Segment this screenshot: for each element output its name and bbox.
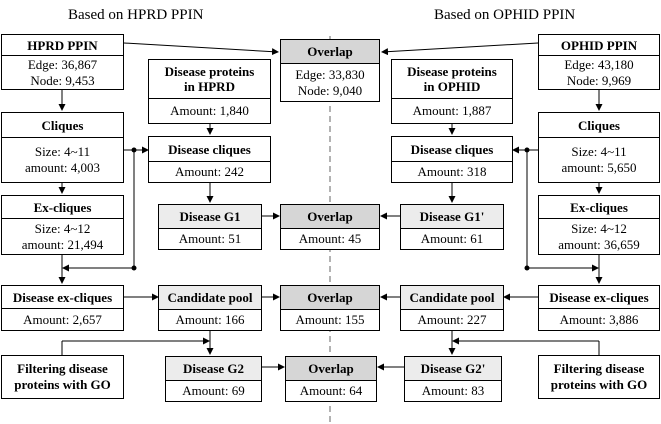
hprd-disease-cliques-amount: Amount: 242	[175, 164, 244, 179]
disease-g2-prime-box: Disease G2' Amount: 83	[404, 356, 502, 402]
hprd-filtering-line2: proteins with GO	[14, 377, 111, 392]
ophid-disease-proteins-title1: Disease proteins	[407, 64, 497, 79]
ophid-ex-cliques-box: Ex-cliques Size: 4~12 amount: 36,659	[538, 195, 660, 255]
ophid-cliques-title: Cliques	[539, 113, 659, 138]
disease-g1-prime-box: Disease G1' Amount: 61	[400, 204, 504, 250]
overlap-g2-box: Overlap Amount: 64	[285, 356, 377, 402]
overlap-ppin-edge: Edge: 33,830	[295, 66, 365, 82]
hprd-ppin-node: Node: 9,453	[30, 72, 95, 88]
disease-g1-prime-title: Disease G1'	[401, 205, 503, 229]
hprd-ex-cliques-amount: amount: 21,494	[21, 236, 104, 252]
ophid-disease-proteins-amount: Amount: 1,887	[412, 103, 492, 118]
hprd-ex-cliques-box: Ex-cliques Size: 4~12 amount: 21,494	[1, 195, 124, 255]
ophid-candidate-pool-title: Candidate pool	[401, 286, 503, 310]
hprd-disease-proteins-amount: Amount: 1,840	[170, 103, 249, 118]
hprd-disease-ex-cliques-title: Disease ex-cliques	[2, 286, 123, 309]
overlap-ppin-node: Node: 9,040	[297, 82, 363, 98]
overlap-ppin-box: Overlap Edge: 33,830 Node: 9,040	[280, 39, 380, 102]
overlap-g1-title: Overlap	[281, 205, 379, 229]
disease-g2-prime-title: Disease G2'	[405, 357, 501, 381]
ophid-disease-cliques-box: Disease cliques Amount: 318	[391, 136, 513, 183]
hprd-ex-cliques-title: Ex-cliques	[2, 196, 123, 219]
disease-g2-prime-amount: Amount: 83	[421, 383, 485, 398]
heading-hprd: Based on HPRD PPIN	[68, 7, 204, 23]
ophid-ppin-edge: Edge: 43,180	[564, 56, 634, 72]
ophid-ppin-node: Node: 9,969	[566, 72, 632, 88]
hprd-disease-ex-cliques-box: Disease ex-cliques Amount: 2,657	[1, 285, 124, 331]
ophid-cliques-amount: amount: 5,650	[561, 160, 637, 175]
hprd-disease-cliques-box: Disease cliques Amount: 242	[148, 136, 271, 183]
overlap-pool-title: Overlap	[281, 286, 379, 310]
ophid-disease-proteins-box: Disease proteins in OPHID Amount: 1,887	[391, 59, 513, 124]
hprd-cliques-amount: amount: 4,003	[24, 160, 101, 175]
disease-g1-box: Disease G1 Amount: 51	[158, 204, 262, 250]
hprd-cliques-title: Cliques	[2, 113, 123, 138]
ophid-filtering-line2: proteins with GO	[550, 377, 648, 392]
disease-g2-title: Disease G2	[166, 357, 261, 381]
overlap-g2-amount: Amount: 64	[299, 383, 363, 398]
heading-ophid: Based on OPHID PPIN	[434, 7, 576, 23]
ophid-ex-cliques-amount: amount: 36,659	[558, 236, 640, 252]
hprd-ppin-box: HPRD PPIN Edge: 36,867 Node: 9,453	[1, 34, 124, 90]
hprd-disease-proteins-title1: Disease proteins	[164, 64, 255, 79]
hprd-ppin-title: HPRD PPIN	[2, 35, 123, 56]
ophid-disease-cliques-title: Disease cliques	[392, 137, 512, 162]
hprd-disease-proteins-box: Disease proteins in HPRD Amount: 1,840	[148, 59, 271, 124]
hprd-disease-ex-cliques-amount: Amount: 2,657	[23, 311, 102, 327]
hprd-cliques-size: Size: 4~11	[34, 144, 91, 159]
ophid-ex-cliques-size: Size: 4~12	[571, 220, 627, 236]
ophid-disease-ex-cliques-amount: Amount: 3,886	[559, 311, 639, 327]
ophid-ppin-box: OPHID PPIN Edge: 43,180 Node: 9,969	[538, 34, 660, 90]
hprd-ex-cliques-size: Size: 4~12	[34, 220, 91, 236]
ophid-disease-ex-cliques-box: Disease ex-cliques Amount: 3,886	[538, 285, 660, 331]
overlap-g1-amount: Amount: 45	[298, 231, 362, 246]
overlap-ppin-title: Overlap	[281, 40, 379, 64]
overlap-pool-amount: Amount: 155	[295, 312, 365, 327]
ophid-cliques-box: Cliques Size: 4~11 amount: 5,650	[538, 112, 660, 183]
ophid-filtering-line1: Filtering disease	[553, 361, 645, 376]
hprd-candidate-pool-box: Candidate pool Amount: 166	[158, 285, 262, 331]
ophid-disease-proteins-title2: in OPHID	[423, 79, 481, 94]
ophid-ppin-title: OPHID PPIN	[539, 35, 659, 56]
hprd-ppin-edge: Edge: 36,867	[27, 56, 98, 72]
ophid-cliques-size: Size: 4~11	[571, 144, 627, 159]
ophid-candidate-pool-box: Candidate pool Amount: 227	[400, 285, 504, 331]
disease-g2-amount: Amount: 69	[182, 383, 245, 398]
overlap-g2-title: Overlap	[286, 357, 376, 381]
ophid-disease-cliques-amount: Amount: 318	[417, 164, 487, 179]
hprd-disease-cliques-title: Disease cliques	[149, 137, 270, 162]
overlap-g1-box: Overlap Amount: 45	[280, 204, 380, 250]
hprd-disease-proteins-title2: in HPRD	[184, 79, 235, 94]
hprd-filtering-box: Filtering disease proteins with GO	[1, 355, 124, 399]
disease-g1-amount: Amount: 51	[178, 231, 242, 246]
hprd-candidate-pool-amount: Amount: 166	[175, 312, 245, 327]
ophid-disease-ex-cliques-title: Disease ex-cliques	[539, 286, 659, 309]
disease-g1-prime-amount: Amount: 61	[420, 231, 484, 246]
hprd-candidate-pool-title: Candidate pool	[159, 286, 261, 310]
overlap-pool-box: Overlap Amount: 155	[280, 285, 380, 331]
hprd-cliques-box: Cliques Size: 4~11 amount: 4,003	[1, 112, 124, 183]
hprd-filtering-line1: Filtering disease	[17, 361, 108, 376]
ophid-ex-cliques-title: Ex-cliques	[539, 196, 659, 219]
disease-g1-title: Disease G1	[159, 205, 261, 229]
ophid-candidate-pool-amount: Amount: 227	[417, 312, 487, 327]
disease-g2-box: Disease G2 Amount: 69	[165, 356, 262, 402]
ophid-filtering-box: Filtering disease proteins with GO	[538, 355, 660, 399]
